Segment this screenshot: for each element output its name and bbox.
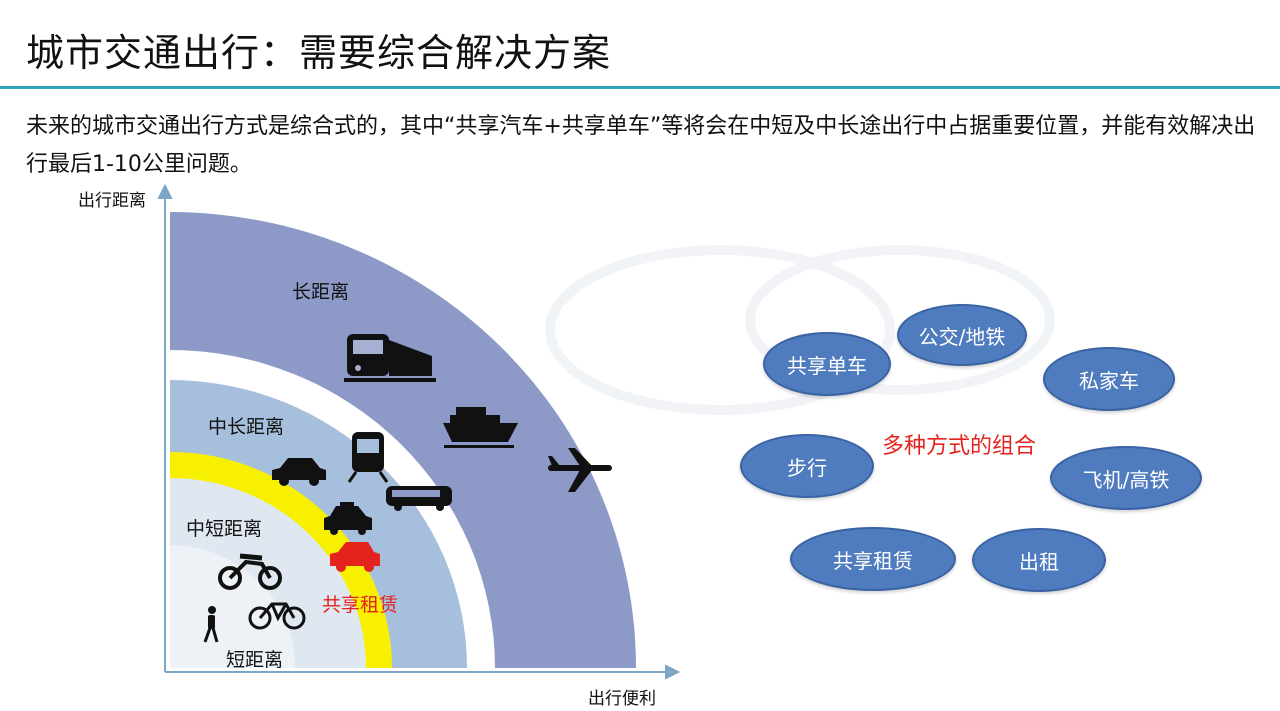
y-axis-label: 出行距离 xyxy=(78,191,146,211)
shared-rental-label: 共享租赁 xyxy=(322,594,399,616)
combination-label: 多种方式的组合 xyxy=(882,434,1037,459)
train-icon xyxy=(344,334,436,382)
mode-bubble-private-car: 私家车 xyxy=(1043,347,1175,411)
mode-bubble-plane-hsr: 飞机/高铁 xyxy=(1050,446,1202,510)
mode-label: 公交/地铁 xyxy=(918,324,1006,349)
bus-icon xyxy=(386,486,452,511)
mode-label: 私家车 xyxy=(1079,368,1139,393)
mode-bubble-walking: 步行 xyxy=(740,434,874,498)
axes xyxy=(157,183,681,680)
mode-bubble-taxi: 出租 xyxy=(972,528,1106,592)
page-title: 城市交通出行：需要综合解决方案 xyxy=(26,31,612,75)
title-divider xyxy=(0,86,1280,89)
car-icon xyxy=(272,458,326,486)
zone-short-area xyxy=(170,545,295,668)
mode-label: 飞机/高铁 xyxy=(1082,467,1170,492)
watermark-graphic xyxy=(545,245,1055,415)
bicycle-icon xyxy=(248,602,306,630)
mode-label: 共享租赁 xyxy=(833,548,913,573)
red-car-icon xyxy=(330,542,380,572)
subway-icon xyxy=(347,432,389,483)
mode-bubble-shared-rental: 共享租赁 xyxy=(790,527,956,591)
x-axis-label: 出行便利 xyxy=(588,689,656,709)
zone-label-long: 长距离 xyxy=(292,281,350,303)
zone-label-mid-short: 中短距离 xyxy=(186,518,263,540)
airplane-icon xyxy=(548,448,612,492)
mode-label: 步行 xyxy=(787,455,827,480)
zone-label-mid-long: 中长距离 xyxy=(208,416,285,438)
mode-bubble-shared-bike: 共享单车 xyxy=(763,332,891,396)
zone-label-short: 短距离 xyxy=(226,649,284,671)
mode-label: 出租 xyxy=(1019,549,1059,574)
mode-label: 共享单车 xyxy=(787,353,867,378)
motorcycle-icon xyxy=(218,553,282,590)
mode-bubble-bus-subway: 公交/地铁 xyxy=(897,304,1027,366)
pedestrian-icon xyxy=(203,606,219,643)
ship-icon xyxy=(443,407,518,448)
intro-paragraph: 未来的城市交通出行方式是综合式的，其中“共享汽车+共享单车”等将会在中短及中长途… xyxy=(26,114,1256,177)
taxi-icon xyxy=(324,502,372,535)
x-axis-arrow xyxy=(665,664,681,680)
y-axis-arrow xyxy=(157,183,173,199)
